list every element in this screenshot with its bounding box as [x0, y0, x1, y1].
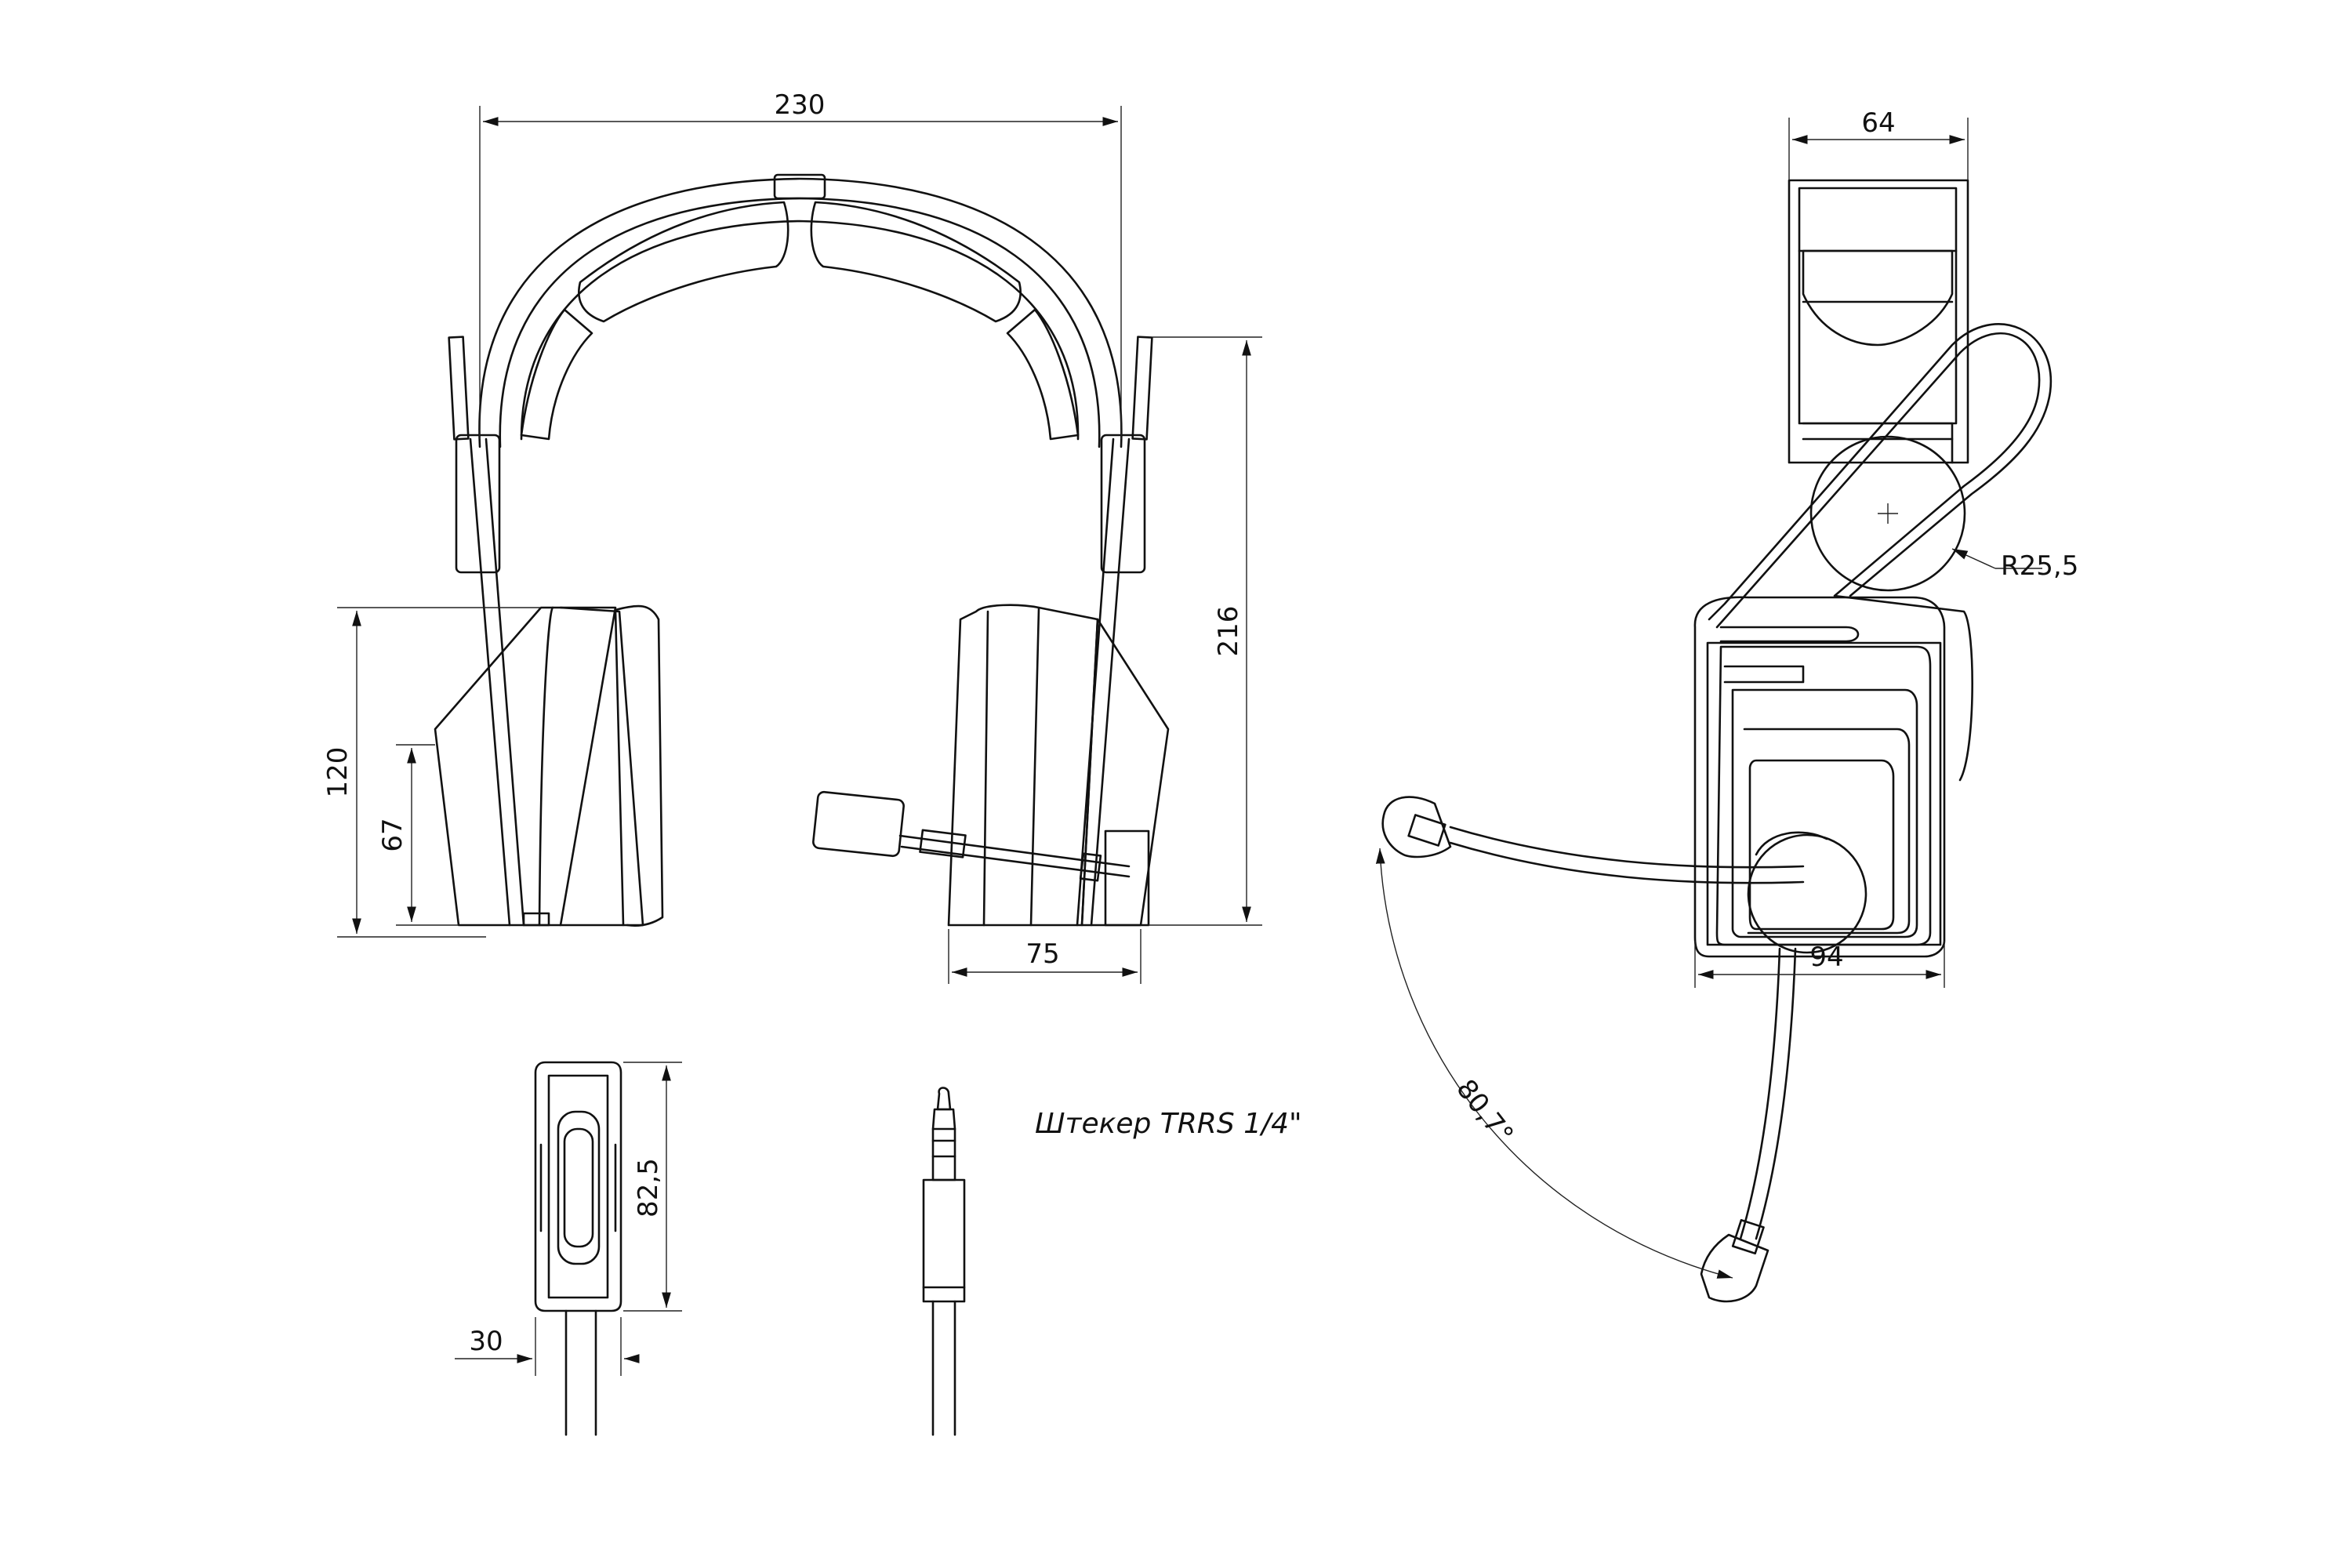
dim-control-width: 30	[469, 1326, 503, 1357]
dim-earcup-height: 120	[322, 747, 354, 798]
side-dimensions: 64 R25,5 94 80,7°	[1375, 107, 2078, 1279]
dim-earcup-inner-height: 67	[377, 818, 408, 851]
left-slider	[448, 336, 470, 441]
wire-loop	[1715, 332, 2041, 782]
dim-mic-angle: 80,7°	[1450, 1073, 1519, 1150]
microphone-front	[812, 790, 1131, 882]
dim-side-radius: R25,5	[2001, 550, 2078, 582]
left-earcup	[434, 606, 617, 927]
right-slider	[1131, 336, 1153, 441]
pivot-disk	[1809, 435, 1966, 592]
control-dimensions: 82,5 30	[455, 1062, 682, 1376]
dim-side-width-top: 64	[1861, 107, 1895, 139]
volume-wheel	[557, 1110, 601, 1265]
dim-side-width-bottom: 94	[1809, 942, 1843, 973]
dim-height-total: 216	[1213, 606, 1244, 657]
headband-cushion-center	[578, 201, 789, 323]
front-view	[434, 173, 1170, 927]
trrs-plug	[922, 1087, 966, 1436]
dim-earcup-depth: 75	[1025, 938, 1059, 970]
microphone-side-lowered	[1700, 947, 1797, 1303]
microphone-side-raised	[1381, 796, 1805, 884]
side-view	[1381, 179, 2053, 1303]
dim-headband-width: 230	[775, 89, 826, 121]
side-headband	[1788, 179, 1969, 464]
headband	[478, 177, 1123, 448]
volume-control	[534, 1061, 622, 1436]
dim-control-height: 82,5	[633, 1158, 664, 1218]
mic-pivot	[1747, 833, 1867, 954]
front-dimensions: 230 216 120 67 75	[322, 89, 1262, 984]
plug-label: Штекер TRRS 1/4"	[1035, 1108, 1302, 1140]
